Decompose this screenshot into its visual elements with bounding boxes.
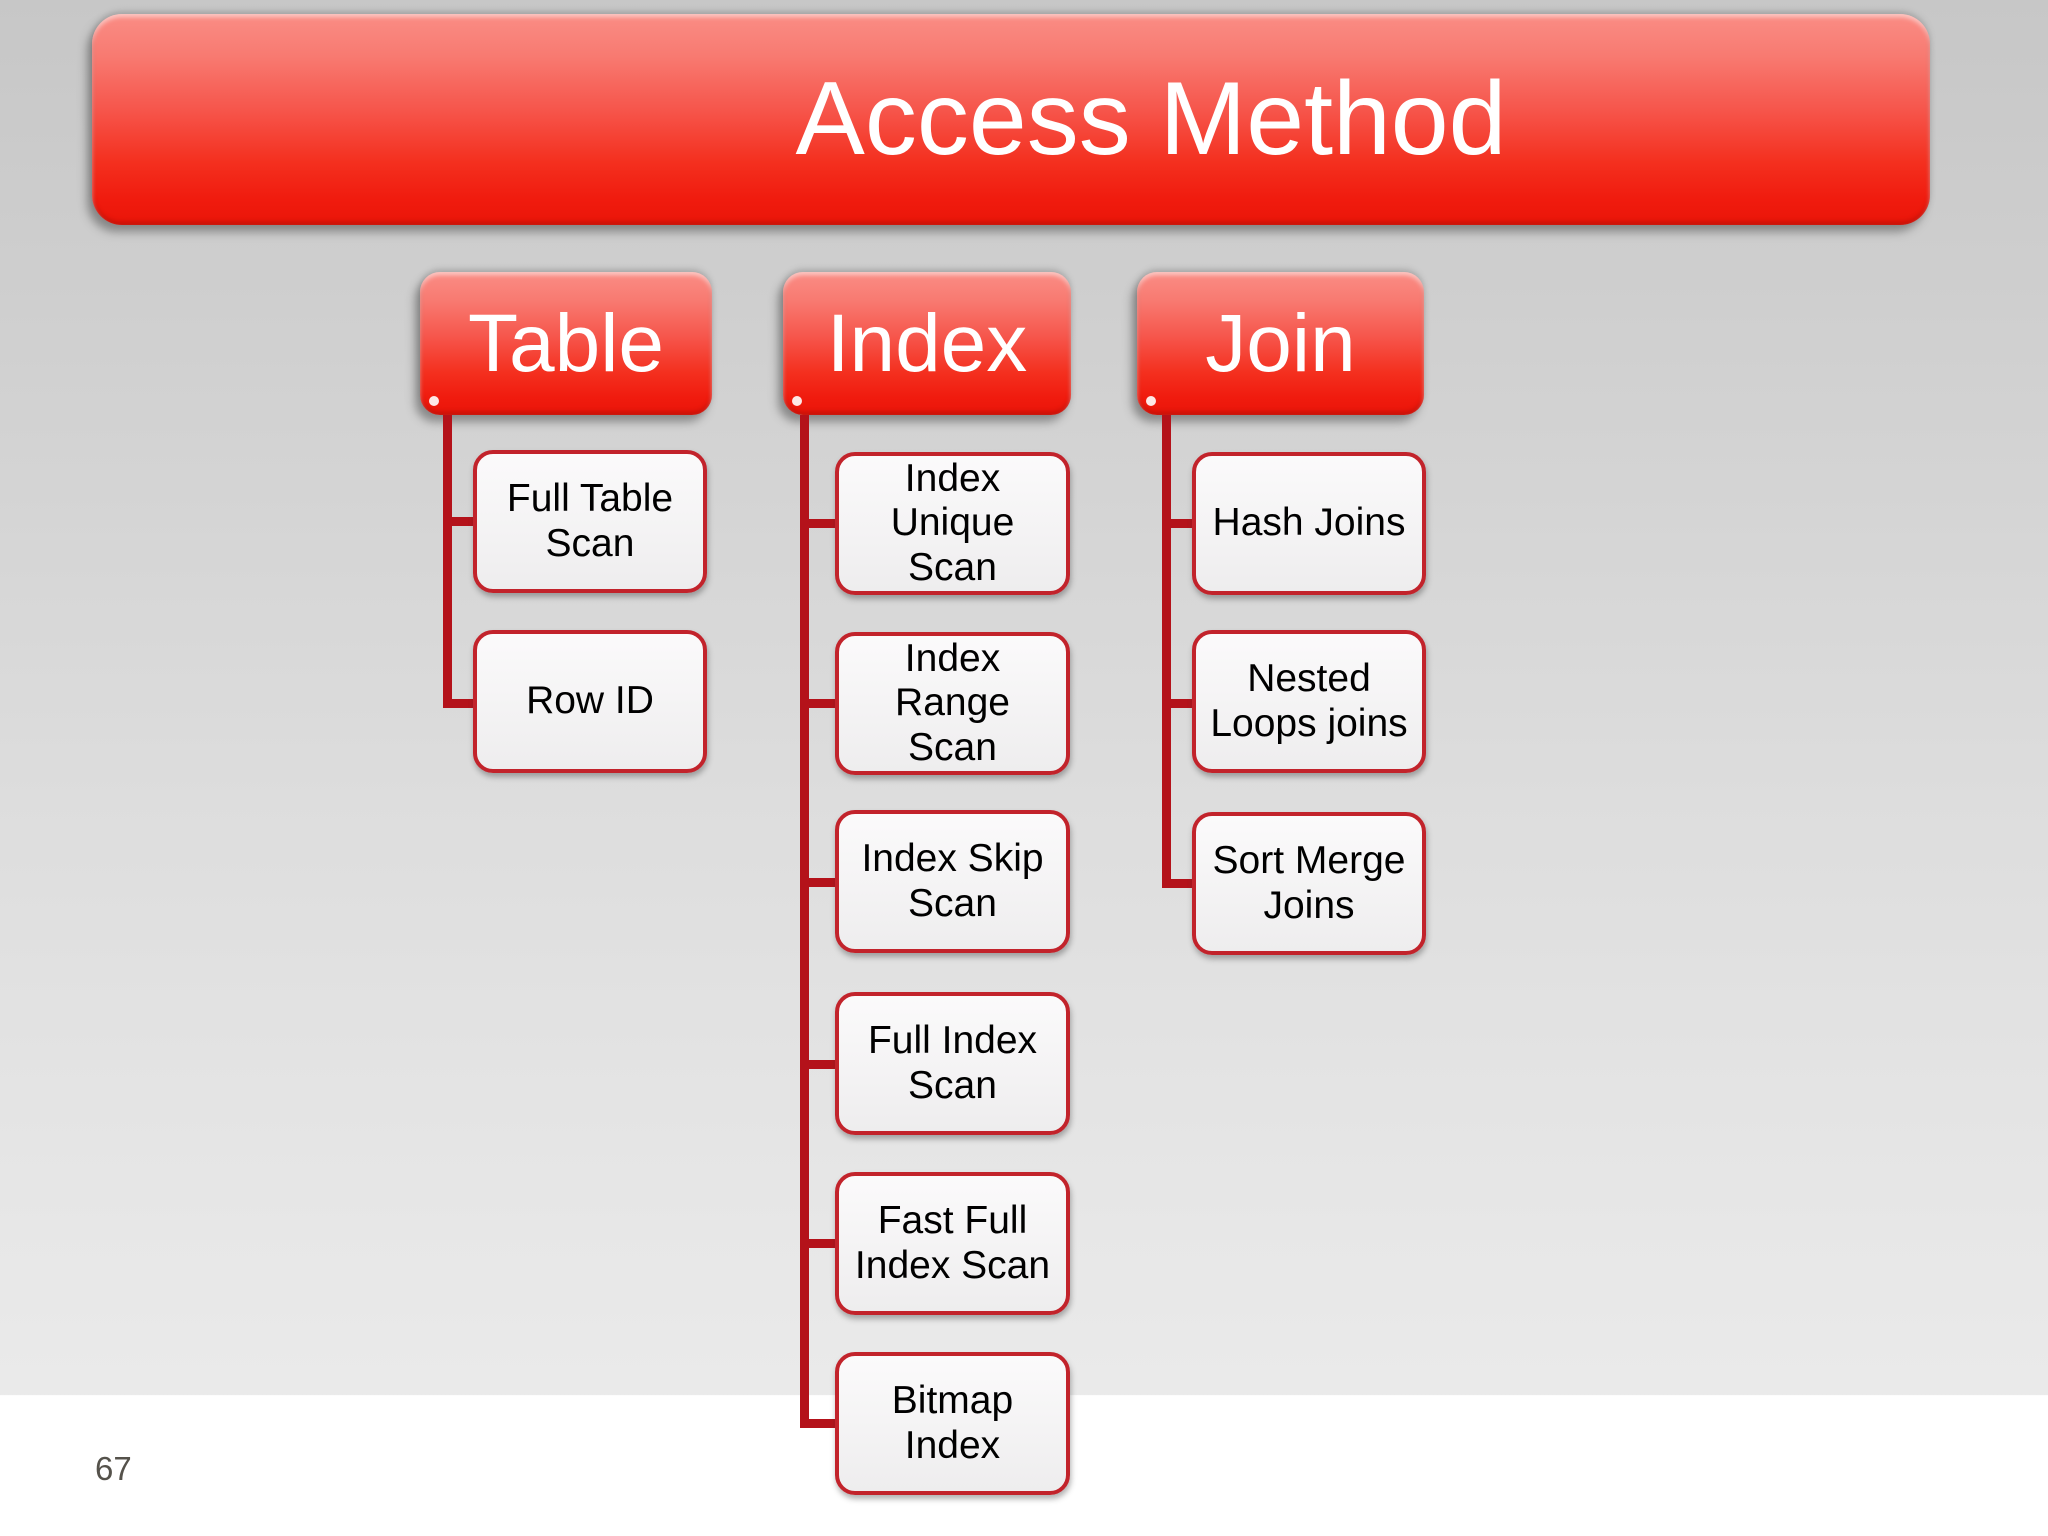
child-node-label: Fast Full Index Scan [854,1199,1051,1287]
connector-stub [1162,699,1196,708]
branch-label-join: Join [1205,297,1356,389]
node-index-skip-scan: Index Skip Scan [835,810,1070,953]
slide-title: Access Method [795,61,1507,177]
connector-stub [443,517,477,526]
child-node-label: Hash Joins [1212,501,1406,545]
child-node-label: Index Unique Scan [890,457,1015,589]
connector-stub [1162,879,1196,888]
connector-stub [800,519,839,528]
connector-stub [800,1060,839,1069]
connector-trunk-join [1162,415,1171,887]
connector-stub [800,1419,839,1428]
connector-stub [800,878,839,887]
node-nested-loops-joins: Nested Loops joins [1192,630,1426,773]
child-node-label: Index Skip Scan [861,837,1044,925]
connector-stub [800,699,839,708]
child-node-label: Sort Merge Joins [1212,839,1406,927]
node-bitmap-index: Bitmap Index [835,1352,1070,1495]
child-node-label: Full Index Scan [867,1019,1038,1107]
node-fast-full-index-scan: Fast Full Index Scan [835,1172,1070,1315]
node-index-range-scan: Index Range Scan [835,632,1070,775]
node-full-index-scan: Full Index Scan [835,992,1070,1135]
page-number: 67 [95,1450,132,1487]
node-row-id: Row ID [473,630,707,773]
branch-header-join: Join [1137,272,1424,415]
child-node-label: Row ID [526,679,654,723]
node-hash-joins: Hash Joins [1192,452,1426,595]
connector-stub [443,699,477,708]
child-node-label: Nested Loops joins [1210,657,1408,745]
connector-trunk-index [800,415,809,1428]
connector-stub [800,1239,839,1248]
child-node-label: Full Table Scan [506,477,674,565]
node-sort-merge-joins: Sort Merge Joins [1192,812,1426,955]
connector-trunk-table [443,415,452,707]
node-full-table-scan: Full Table Scan [473,450,707,593]
branch-header-index: Index [783,272,1071,415]
title-banner: Access Method [92,14,1930,225]
branch-label-table: Table [467,297,665,389]
branch-label-index: Index [826,297,1028,389]
branch-header-table: Table [420,272,712,415]
connector-stub [1162,519,1196,528]
child-node-label: Index Range Scan [895,637,1010,769]
node-index-unique-scan: Index Unique Scan [835,452,1070,595]
child-node-label: Bitmap Index [891,1379,1014,1467]
